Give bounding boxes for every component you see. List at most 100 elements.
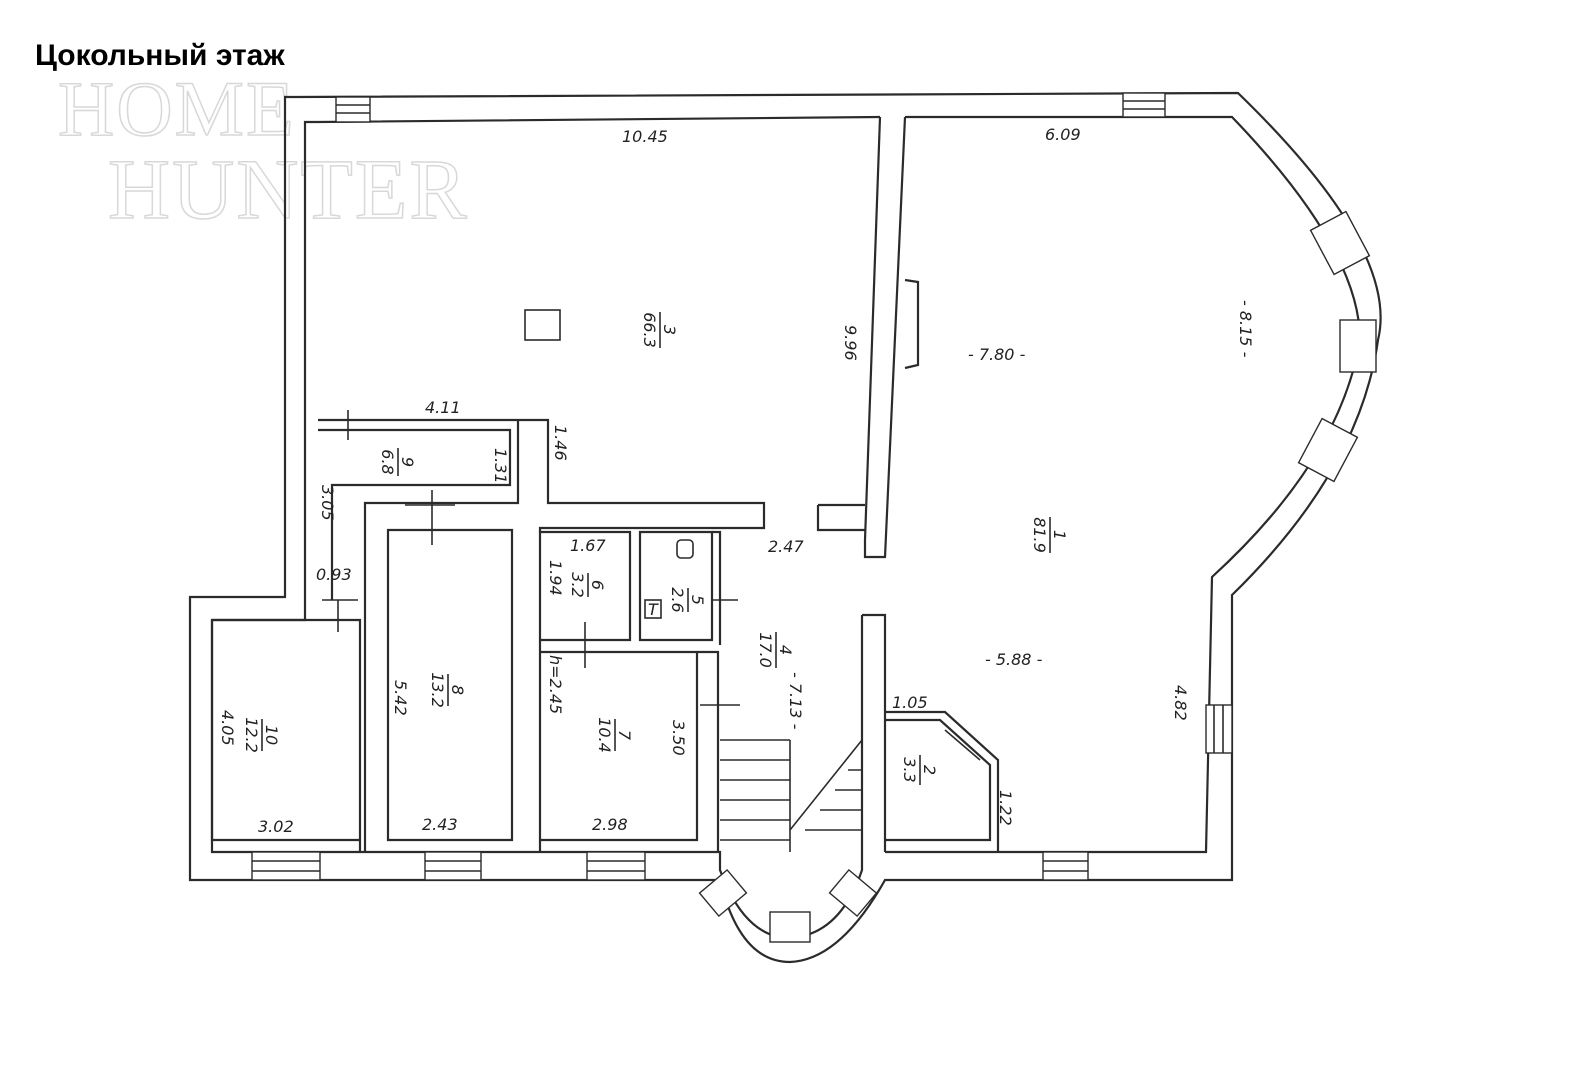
room-2-number: 2 bbox=[920, 765, 939, 775]
room-1-label: 1 81.9 bbox=[1030, 517, 1069, 553]
dim-4-11: 4.11 bbox=[425, 398, 461, 417]
wall-room8 bbox=[212, 528, 514, 852]
wall-5-4 bbox=[712, 530, 722, 645]
dim-1-67: 1.67 bbox=[570, 536, 606, 555]
column-icon bbox=[524, 309, 561, 341]
dim-8-15: - 8.15 - bbox=[1236, 300, 1255, 358]
window-arc-3 bbox=[1297, 417, 1359, 483]
dim-6-09: 6.09 bbox=[1045, 125, 1081, 144]
wall-1-4-lower bbox=[860, 613, 887, 852]
page-title: Цокольный этаж bbox=[35, 39, 285, 72]
stair-steps-left bbox=[720, 739, 790, 841]
dim-3-50: 3.50 bbox=[669, 720, 688, 756]
wall-stub-4 bbox=[816, 503, 865, 532]
window-room10 bbox=[251, 851, 321, 881]
window-top-left bbox=[335, 96, 371, 123]
shower-label: T bbox=[648, 600, 659, 619]
room-6-number: 6 bbox=[588, 580, 607, 590]
wall-room5 bbox=[638, 530, 714, 642]
room-5-area: 2.6 bbox=[668, 587, 687, 612]
dim-3-05: 3.05 bbox=[318, 485, 337, 521]
wall-pier bbox=[904, 278, 920, 370]
window-bay-1 bbox=[698, 868, 748, 918]
dim-5-88: - 5.88 - bbox=[985, 650, 1043, 669]
dim-4-05: 4.05 bbox=[218, 710, 237, 746]
watermark-line2: HUNTER bbox=[108, 141, 469, 237]
dim-h-2-45: h=2.45 bbox=[546, 655, 565, 714]
shower-icon bbox=[644, 599, 662, 619]
door-marks bbox=[322, 410, 981, 761]
window-top-right bbox=[1122, 92, 1166, 118]
dim-5-42: 5.42 bbox=[391, 680, 410, 716]
room-10-label: 10 12.2 bbox=[242, 717, 281, 753]
room-1-number: 1 bbox=[1050, 530, 1069, 540]
room-8-label: 8 13.2 bbox=[428, 672, 467, 708]
room-3-area: 66.3 bbox=[640, 312, 659, 348]
wall-7-4 bbox=[697, 650, 720, 852]
room-7-label: 7 10.4 bbox=[595, 717, 634, 753]
room-3-label: 3 66.3 bbox=[640, 312, 679, 348]
wall-room10 bbox=[210, 620, 360, 842]
dim-4-82: 4.82 bbox=[1171, 685, 1190, 721]
staircase bbox=[720, 739, 863, 852]
watermark-line1: HOME bbox=[58, 65, 296, 152]
room-7-area: 10.4 bbox=[595, 717, 614, 753]
fixtures: T bbox=[524, 309, 694, 619]
dim-1-22: 1.22 bbox=[996, 790, 1015, 826]
windows bbox=[251, 92, 1377, 943]
wall-room9 bbox=[318, 418, 766, 852]
room-3-number: 3 bbox=[660, 325, 679, 335]
room-5-label: 5 2.6 bbox=[668, 587, 707, 612]
room-7-number: 7 bbox=[615, 730, 634, 741]
watermark: HOME HUNTER bbox=[57, 64, 469, 238]
window-bay-2 bbox=[769, 911, 811, 943]
room-8-number: 8 bbox=[448, 685, 467, 695]
room-8-area: 13.2 bbox=[428, 672, 447, 708]
room-4-label: 4 17.0 bbox=[756, 632, 795, 668]
room-9-area: 6.8 bbox=[378, 449, 397, 474]
window-arc-2 bbox=[1339, 319, 1377, 373]
dim-2-43: 2.43 bbox=[422, 815, 458, 834]
dim-7-80: - 7.80 - bbox=[968, 345, 1026, 364]
window-arc-1 bbox=[1309, 210, 1371, 276]
room-labels: 1 81.9 2 3.3 3 66.3 4 17.0 5 2.6 6 3.2 bbox=[242, 312, 1069, 785]
wall-room7 bbox=[540, 650, 699, 842]
room-2-area: 3.3 bbox=[900, 757, 919, 782]
wall-room2 bbox=[885, 718, 992, 842]
room-1-area: 81.9 bbox=[1030, 517, 1049, 553]
dim-3-02: 3.02 bbox=[258, 817, 294, 836]
dim-7-13: - 7.13 - bbox=[786, 672, 805, 730]
dim-9-96: 9.96 bbox=[841, 325, 860, 361]
dim-1-46: 1.46 bbox=[551, 425, 570, 461]
dim-1-94: 1.94 bbox=[546, 560, 565, 596]
room-4-number: 4 bbox=[776, 645, 795, 655]
room-2-label: 2 3.3 bbox=[900, 755, 939, 785]
toilet-icon bbox=[676, 539, 694, 559]
window-room8 bbox=[424, 851, 482, 881]
dim-1-05: 1.05 bbox=[892, 693, 928, 712]
room-10-number: 10 bbox=[262, 725, 281, 745]
dim-0-93: 0.93 bbox=[316, 565, 352, 584]
inner-wall-outline bbox=[210, 115, 1362, 940]
window-bottom-right bbox=[1042, 851, 1089, 881]
dim-1-31: 1.31 bbox=[491, 448, 510, 484]
dim-2-98: 2.98 bbox=[592, 815, 628, 834]
room-6-label: 6 3.2 bbox=[568, 572, 607, 597]
wall-room9-inner bbox=[318, 428, 512, 600]
room-10-area: 12.2 bbox=[242, 717, 261, 753]
dim-2-47: 2.47 bbox=[768, 537, 804, 556]
wall-room2-outer bbox=[885, 710, 1000, 852]
interior-walls bbox=[210, 116, 1000, 852]
room-6-area: 3.2 bbox=[568, 572, 587, 597]
room-4-area: 17.0 bbox=[756, 632, 775, 668]
room-5-number: 5 bbox=[688, 595, 707, 605]
room-9-label: 9 6.8 bbox=[378, 448, 417, 476]
stair-steps-right bbox=[789, 739, 863, 852]
window-room7 bbox=[586, 851, 646, 881]
room-9-number: 9 bbox=[398, 457, 417, 467]
window-right bbox=[1205, 704, 1233, 754]
dim-10-45: 10.45 bbox=[622, 127, 668, 146]
wall-3-1 bbox=[863, 116, 907, 559]
